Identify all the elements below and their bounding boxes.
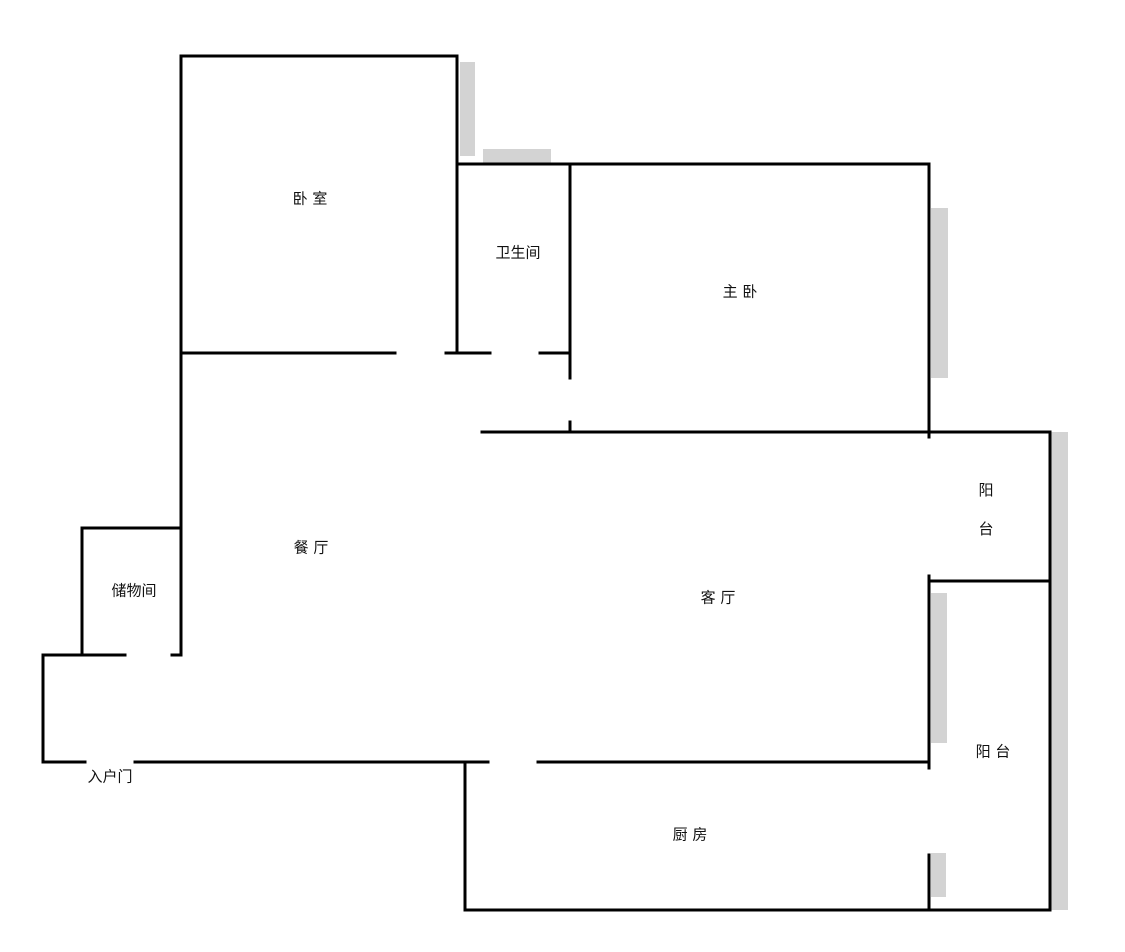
- room-label-storage: 储物间: [111, 581, 157, 600]
- window: [931, 853, 946, 897]
- wall: [480, 430, 1052, 912]
- walls: [41, 54, 1052, 912]
- room-label-entrance: 入户门: [87, 767, 133, 786]
- room-label-balcony-upper: 阳 台: [978, 471, 994, 549]
- balcony-char: 台: [978, 520, 994, 538]
- window: [1051, 432, 1068, 910]
- windows: [460, 62, 1068, 910]
- room-label-kitchen: 厨 房: [672, 825, 708, 844]
- room-label-living: 客 厅: [700, 588, 736, 607]
- window: [460, 62, 475, 156]
- wall: [179, 54, 459, 355]
- wall: [455, 162, 931, 439]
- window: [483, 149, 551, 164]
- room-label-dining: 餐 厅: [293, 538, 329, 557]
- room-label-balcony-lower: 阳 台: [975, 742, 1011, 761]
- room-label-bathroom: 卫生间: [495, 243, 541, 262]
- wall: [927, 574, 1052, 770]
- room-label-bedroom: 卧 室: [292, 189, 328, 208]
- wall: [80, 526, 183, 657]
- window: [931, 208, 948, 378]
- wall: [41, 653, 490, 764]
- window: [931, 593, 947, 743]
- room-label-master-bedroom: 主 卧: [722, 282, 758, 301]
- balcony-char: 阳: [978, 481, 994, 499]
- wall: [463, 760, 1052, 912]
